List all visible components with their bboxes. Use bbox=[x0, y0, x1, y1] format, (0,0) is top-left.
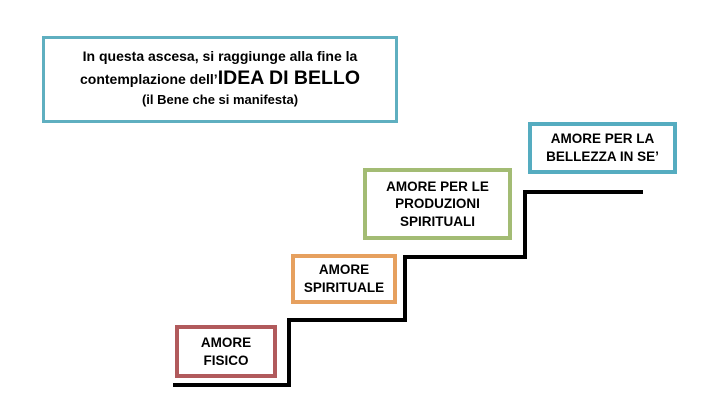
step-label-amore-bellezza-in-se: AMORE PER LA BELLEZZA IN SE’ bbox=[546, 131, 659, 164]
stair-line-step3-vertical bbox=[523, 190, 527, 259]
stair-line-step4-horizontal bbox=[523, 190, 643, 194]
stair-line-step1-vertical bbox=[287, 318, 291, 387]
title-box: In questa ascesa, si raggiunge alla fine… bbox=[42, 36, 398, 123]
step-box-amore-spirituale: AMORE SPIRITUALE bbox=[291, 254, 397, 304]
stair-line-step2-vertical bbox=[403, 255, 407, 322]
title-line-2-prefix: contemplazione dell’ bbox=[80, 71, 218, 87]
step-label-amore-produzioni-spirituali: AMORE PER LE PRODUZIONI SPIRITUALI bbox=[386, 178, 489, 229]
step-label-amore-fisico: AMORE FISICO bbox=[200, 334, 252, 368]
title-line-2-emphasis: IDEA DI BELLO bbox=[217, 67, 360, 89]
title-line-3: (il Bene che si manifesta) bbox=[141, 92, 299, 107]
title-line-1: In questa ascesa, si raggiunge alla fine… bbox=[82, 48, 358, 64]
title-line-2: contemplazione dell’IDEA DI BELLO bbox=[45, 67, 395, 90]
stair-line-step2-horizontal bbox=[287, 318, 407, 322]
stair-line-step3-horizontal bbox=[403, 255, 527, 259]
stair-line-step1-horizontal bbox=[173, 383, 291, 387]
step-box-amore-fisico: AMORE FISICO bbox=[175, 325, 277, 378]
step-label-amore-spirituale: AMORE SPIRITUALE bbox=[303, 262, 385, 295]
step-box-amore-bellezza-in-se: AMORE PER LA BELLEZZA IN SE’ bbox=[528, 122, 677, 174]
step-box-amore-produzioni-spirituali: AMORE PER LE PRODUZIONI SPIRITUALI bbox=[363, 168, 512, 240]
